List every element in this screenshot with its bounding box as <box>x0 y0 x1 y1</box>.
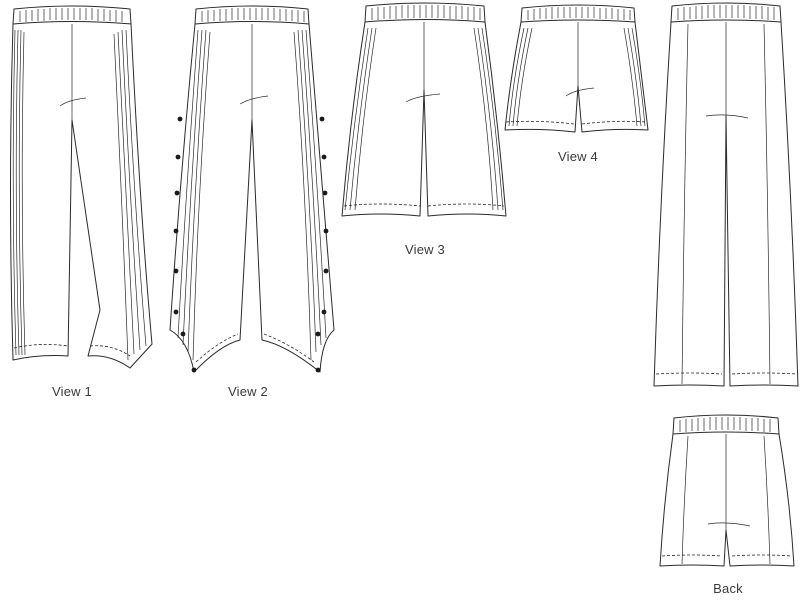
view2-label: View 2 <box>228 384 268 399</box>
back-shorts-drawing <box>659 414 795 567</box>
view1-label: View 1 <box>52 384 92 399</box>
view3-shorts-drawing <box>341 2 507 217</box>
view3-label: View 3 <box>405 242 445 257</box>
view4-label: View 4 <box>558 149 598 164</box>
view4-shorts-drawing <box>504 4 649 133</box>
view2-pant-drawing <box>169 5 335 373</box>
back-label: Back <box>713 581 743 596</box>
back-pant-drawing <box>653 2 799 387</box>
view1-pant-drawing <box>10 5 153 369</box>
